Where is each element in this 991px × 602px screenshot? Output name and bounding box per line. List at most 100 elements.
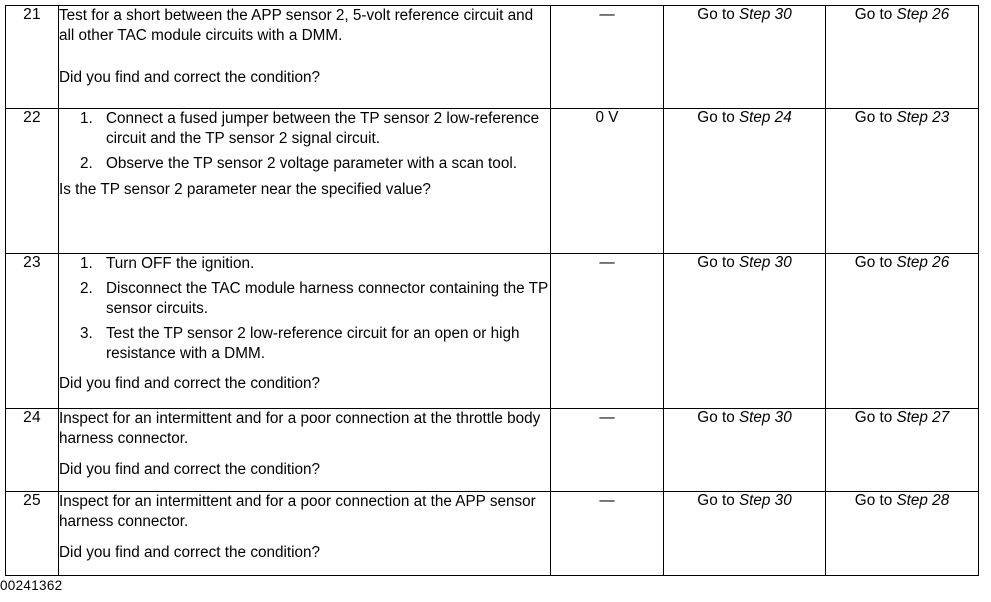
yes-prefix: Go to <box>697 409 739 426</box>
no-prefix: Go to <box>854 254 897 271</box>
diagnostic-step-table: 21 Test for a short between the APP sens… <box>5 5 979 576</box>
list-item: 3. Test the TP sensor 2 low-reference ci… <box>59 324 550 364</box>
value-cell: 0 V <box>550 108 664 254</box>
step-number-cell: 21 <box>5 5 59 109</box>
value-text: — <box>599 254 615 271</box>
step-number: 25 <box>23 492 41 509</box>
step-number-cell: 25 <box>5 491 59 576</box>
step-action-cell: Inspect for an intermittent and for a po… <box>58 491 551 576</box>
list-item: 2. Disconnect the TAC module harness con… <box>59 279 550 319</box>
action-question: Did you find and correct the condition? <box>59 543 321 561</box>
no-prefix: Go to <box>854 409 897 426</box>
action-paragraph: Inspect for an intermittent and for a po… <box>59 410 541 447</box>
table-row: 21 Test for a short between the APP sens… <box>5 5 979 109</box>
no-branch-cell: Go to Step 26 <box>825 5 979 109</box>
step-action-cell: 1. Turn OFF the ignition. 2. Disconnect … <box>58 253 551 409</box>
spacer <box>59 363 550 374</box>
list-item-text: Observe the TP sensor 2 voltage paramete… <box>106 154 517 172</box>
list-item-number: 2. <box>80 154 93 172</box>
list-item: 1. Turn OFF the ignition. <box>59 254 550 274</box>
no-step-reference: Step 28 <box>896 492 950 509</box>
step-action-cell: Test for a short between the APP sensor … <box>58 5 551 109</box>
action-ordered-list: 1. Connect a fused jumper between the TP… <box>59 109 550 174</box>
list-item-text: Connect a fused jumper between the TP se… <box>106 110 540 147</box>
yes-branch-cell: Go to Step 30 <box>663 5 826 109</box>
no-branch-text: Go to Step 26 <box>855 254 949 271</box>
action-ordered-list: 1. Turn OFF the ignition. 2. Disconnect … <box>59 254 550 363</box>
step-number: 22 <box>23 109 41 126</box>
yes-step-reference: Step 30 <box>738 409 792 426</box>
list-item-text: Test the TP sensor 2 low-reference circu… <box>106 324 520 362</box>
list-item-number: 3. <box>80 324 93 342</box>
value-cell: — <box>550 491 664 576</box>
value-text: 0 V <box>595 109 619 126</box>
step-number: 23 <box>23 254 41 271</box>
no-branch-cell: Go to Step 23 <box>825 108 979 254</box>
list-item-text: Disconnect the TAC module harness connec… <box>106 279 548 317</box>
action-question: Did you find and correct the condition? <box>59 375 321 393</box>
step-number-cell: 23 <box>5 253 59 409</box>
action-question: Did you find and correct the condition? <box>59 460 321 478</box>
no-prefix: Go to <box>854 109 897 126</box>
no-step-reference: Step 26 <box>896 6 950 23</box>
action-paragraph: Inspect for an intermittent and for a po… <box>59 493 536 530</box>
no-branch-text: Go to Step 28 <box>855 492 949 509</box>
value-text: — <box>599 492 615 509</box>
value-text: — <box>599 6 615 23</box>
value-cell: — <box>550 5 664 109</box>
spacer <box>59 46 550 68</box>
yes-branch-text: Go to Step 30 <box>697 409 791 426</box>
no-step-reference: Step 23 <box>896 109 950 126</box>
no-branch-text: Go to Step 27 <box>855 409 949 426</box>
value-text: — <box>599 409 615 426</box>
yes-branch-cell: Go to Step 30 <box>663 253 826 409</box>
no-branch-cell: Go to Step 26 <box>825 253 979 409</box>
no-branch-cell: Go to Step 28 <box>825 491 979 576</box>
action-paragraph: Test for a short between the APP sensor … <box>59 7 534 44</box>
yes-branch-cell: Go to Step 30 <box>663 408 826 492</box>
table-row: 24 Inspect for an intermittent and for a… <box>5 408 979 492</box>
step-number-cell: 24 <box>5 408 59 492</box>
no-branch-cell: Go to Step 27 <box>825 408 979 492</box>
figure-reference: 00241362 <box>0 578 63 593</box>
spacer <box>59 449 550 460</box>
step-number: 21 <box>23 6 41 23</box>
list-item: 1. Connect a fused jumper between the TP… <box>59 109 550 149</box>
no-prefix: Go to <box>854 6 897 23</box>
yes-branch-text: Go to Step 24 <box>697 109 791 126</box>
table-row: 22 1. Connect a fused jumper between the… <box>5 108 979 254</box>
list-item: 2. Observe the TP sensor 2 voltage param… <box>59 154 550 174</box>
list-item-number: 2. <box>80 279 93 297</box>
list-item-number: 1. <box>80 110 93 127</box>
step-action-cell: Inspect for an intermittent and for a po… <box>58 408 551 492</box>
yes-branch-text: Go to Step 30 <box>697 492 791 509</box>
yes-prefix: Go to <box>697 254 739 271</box>
yes-step-reference: Step 24 <box>738 109 792 126</box>
value-cell: — <box>550 253 664 409</box>
table-row: 23 1. Turn OFF the ignition. 2. Disconne… <box>5 253 979 409</box>
yes-step-reference: Step 30 <box>738 492 792 509</box>
no-branch-text: Go to Step 23 <box>855 109 949 126</box>
yes-prefix: Go to <box>697 6 739 23</box>
spacer <box>59 532 550 543</box>
no-prefix: Go to <box>854 492 897 509</box>
list-item-text: Turn OFF the ignition. <box>106 255 255 272</box>
action-question: Did you find and correct the condition? <box>59 68 321 86</box>
yes-branch-cell: Go to Step 24 <box>663 108 826 254</box>
yes-prefix: Go to <box>697 492 739 509</box>
action-question: Is the TP sensor 2 parameter near the sp… <box>59 180 431 198</box>
step-action-cell: 1. Connect a fused jumper between the TP… <box>58 108 551 254</box>
value-cell: — <box>550 408 664 492</box>
step-number-cell: 22 <box>5 108 59 254</box>
yes-branch-text: Go to Step 30 <box>697 6 791 23</box>
no-step-reference: Step 26 <box>896 254 950 271</box>
step-number: 24 <box>23 409 41 426</box>
yes-step-reference: Step 30 <box>738 6 792 23</box>
yes-branch-cell: Go to Step 30 <box>663 491 826 576</box>
list-item-number: 1. <box>80 255 93 272</box>
yes-step-reference: Step 30 <box>738 254 792 271</box>
yes-prefix: Go to <box>697 109 739 126</box>
no-step-reference: Step 27 <box>896 409 950 426</box>
table-body: 21 Test for a short between the APP sens… <box>5 5 979 576</box>
